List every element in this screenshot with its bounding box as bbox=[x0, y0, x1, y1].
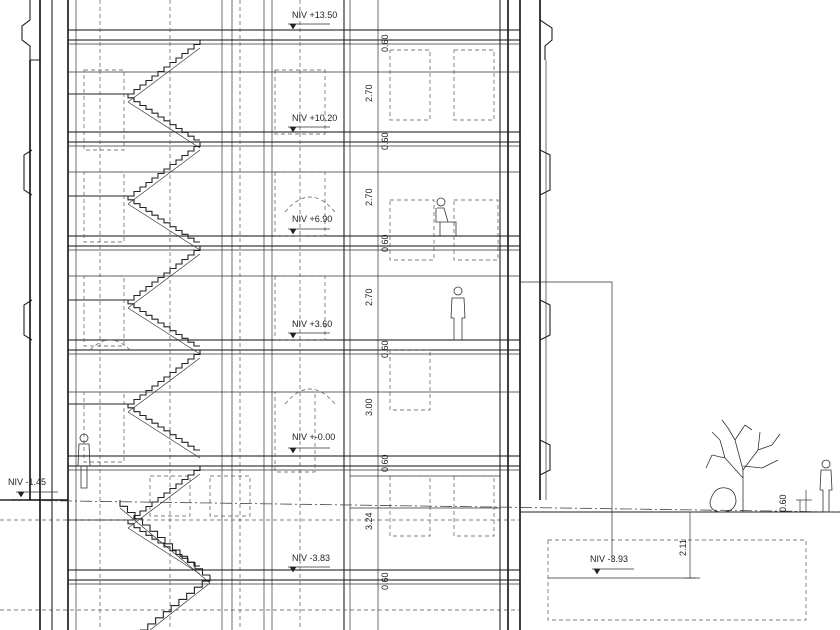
dimension-label: 2.11 bbox=[678, 539, 688, 556]
stair-stringer bbox=[127, 357, 201, 413]
level-label-10-20: NIV +10.20 bbox=[292, 113, 337, 123]
level-triangle-icon bbox=[289, 23, 297, 30]
stair-flight bbox=[128, 350, 201, 405]
dimension-label: 2.70 bbox=[364, 288, 374, 306]
level-triangle-icon bbox=[289, 228, 297, 235]
floor-slab bbox=[67, 455, 521, 467]
stair-flight bbox=[127, 300, 200, 347]
tree-icon bbox=[705, 419, 781, 513]
hidden-outline bbox=[274, 391, 316, 473]
stair-flight bbox=[127, 94, 200, 141]
stair-flight bbox=[127, 404, 200, 451]
stair-flight bbox=[140, 575, 211, 630]
floor-slab bbox=[67, 235, 521, 247]
floor-slab bbox=[67, 29, 521, 41]
hidden-outline bbox=[389, 49, 431, 121]
floor-slabs bbox=[0, 29, 521, 585]
dimension-label: 0.60 bbox=[380, 132, 390, 150]
level-markers bbox=[16, 23, 634, 575]
hidden-outline bbox=[453, 475, 495, 537]
person-entrance-icon bbox=[77, 433, 91, 489]
level-triangle-icon bbox=[289, 566, 297, 573]
level-triangle-icon bbox=[593, 568, 601, 575]
stair-stringer bbox=[127, 47, 201, 103]
stairs bbox=[68, 40, 211, 630]
stair-flight bbox=[119, 500, 210, 576]
stair-stringer bbox=[127, 149, 201, 205]
dimension-label: 0.60 bbox=[380, 572, 390, 590]
dimension-label: 0.60 bbox=[380, 234, 390, 252]
level-label-6-90: NIV +6.90 bbox=[292, 214, 332, 224]
level-label-13-50: NIV +13.50 bbox=[292, 10, 337, 20]
dimension-label: 0.60 bbox=[380, 340, 390, 358]
person-seated-icon bbox=[435, 197, 457, 236]
dimension-label: 3.00 bbox=[364, 398, 374, 416]
level-triangle-icon bbox=[289, 447, 297, 454]
yard-and-basement-outline bbox=[0, 281, 840, 621]
dimension-label: 2.70 bbox=[364, 84, 374, 102]
level-label-minus-3-93: NIV -3.93 bbox=[590, 554, 628, 564]
stair-stringer bbox=[127, 203, 201, 251]
structural-walls bbox=[29, 0, 547, 630]
hidden-arch bbox=[284, 196, 336, 213]
stair-stringer bbox=[127, 101, 201, 149]
floor-slab bbox=[67, 131, 521, 143]
level-label-minus-1-45: NIV -1.45 bbox=[8, 477, 46, 487]
hidden-outline bbox=[389, 199, 435, 261]
hidden-outline bbox=[453, 49, 495, 121]
level-triangle-icon bbox=[289, 332, 297, 339]
people-figures bbox=[77, 197, 833, 513]
hidden-outline bbox=[83, 275, 125, 347]
dimension-label: 2.70 bbox=[364, 188, 374, 206]
hidden-outline bbox=[83, 69, 125, 151]
level-label-3-60: NIV +3.60 bbox=[292, 319, 332, 329]
hidden-outline bbox=[209, 475, 251, 517]
hidden-lines bbox=[0, 0, 520, 630]
floor-slab bbox=[67, 339, 521, 351]
stair-stringer bbox=[127, 527, 201, 575]
hidden-outline bbox=[83, 391, 125, 463]
floor-slab bbox=[67, 569, 521, 581]
stair-stringer bbox=[149, 582, 211, 630]
level-label-0-00: NIV +-0.00 bbox=[292, 432, 335, 442]
hidden-arch bbox=[284, 388, 336, 405]
level-triangle-icon bbox=[289, 126, 297, 133]
hidden-outline bbox=[389, 349, 431, 411]
hidden-outline bbox=[83, 171, 125, 243]
stair-stringer bbox=[127, 411, 201, 459]
hidden-outline bbox=[453, 199, 499, 261]
person-yard-icon bbox=[819, 459, 833, 513]
stair-stringer bbox=[127, 253, 201, 309]
dimension-label: 0.60 bbox=[778, 494, 788, 512]
dimension-label: 3.24 bbox=[364, 512, 374, 530]
stair-flight bbox=[128, 246, 201, 301]
stair-stringer bbox=[119, 507, 211, 584]
stair-flight bbox=[128, 466, 201, 521]
stair-flight bbox=[127, 520, 200, 567]
dimension-label: 0.60 bbox=[380, 454, 390, 472]
stair-stringer bbox=[127, 307, 201, 355]
level-label-minus-3-83: NIV -3.83 bbox=[292, 553, 330, 563]
person-standing-icon bbox=[450, 286, 466, 341]
hidden-outline bbox=[149, 475, 191, 517]
dimension-label: 0.60 bbox=[380, 34, 390, 52]
hidden-arch bbox=[89, 339, 131, 351]
level-triangle-icon bbox=[17, 491, 25, 498]
stair-flight bbox=[128, 142, 201, 197]
stair-flight bbox=[127, 196, 200, 243]
stair-flight bbox=[128, 40, 201, 95]
